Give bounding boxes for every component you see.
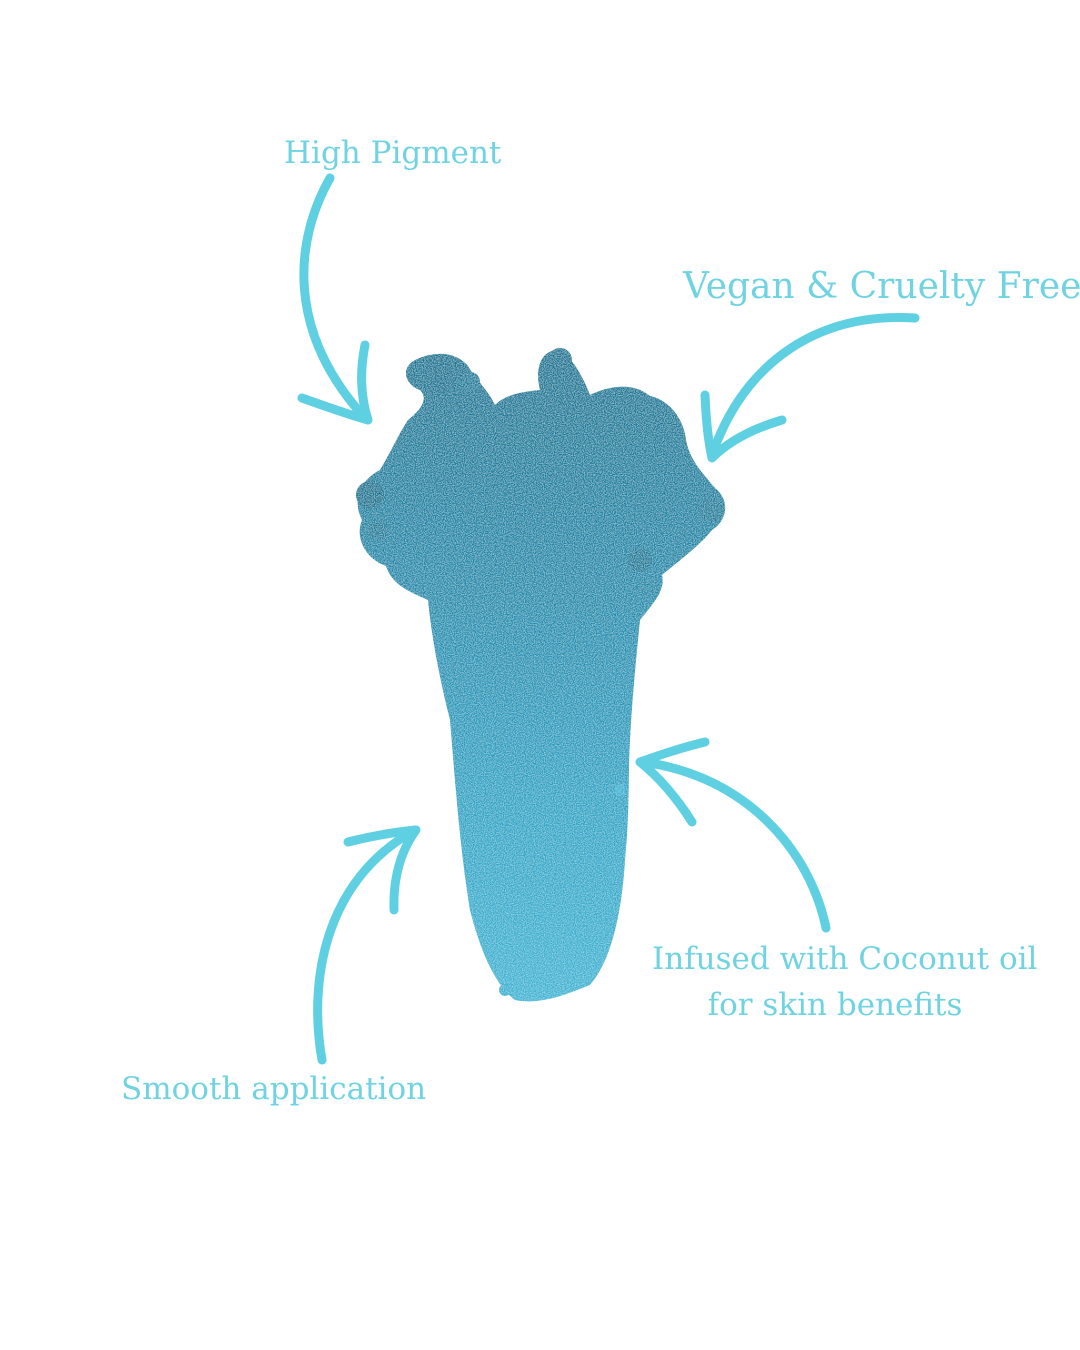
glitter-swatch: [356, 348, 726, 1002]
callout-coconut-line1: Infused with Coconut oil: [652, 941, 1038, 977]
arrow-vegan: [700, 313, 920, 463]
callout-coconut-oil: Infused with Coconut oil for skin benefi…: [652, 936, 1038, 1028]
callout-smooth-application: Smooth application: [121, 1071, 427, 1107]
arrow-high-pigment: [297, 173, 373, 425]
arrow-coconut: [635, 737, 831, 933]
callout-vegan-cruelty-free: Vegan & Cruelty Free: [683, 266, 1080, 307]
arrow-smooth: [313, 825, 421, 1065]
callout-coconut-line2: for skin benefits: [707, 987, 963, 1023]
callout-high-pigment: High Pigment: [284, 135, 502, 171]
